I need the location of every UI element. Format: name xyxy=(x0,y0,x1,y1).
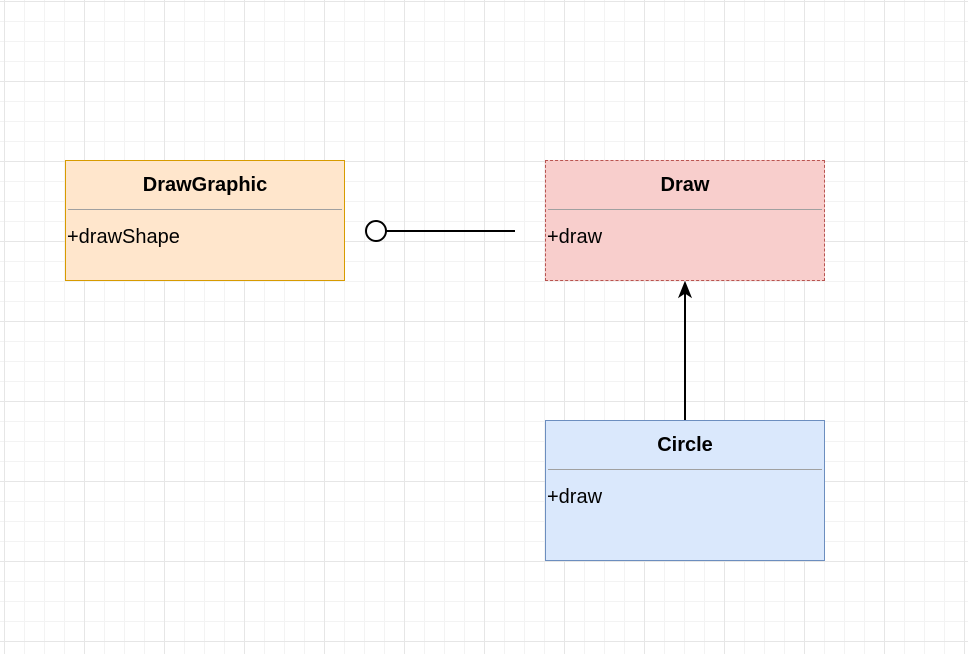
inheritance-arrow-connector[interactable] xyxy=(677,280,693,420)
class-drawgraphic-name: DrawGraphic xyxy=(68,161,342,210)
lollipop-circle xyxy=(365,220,387,242)
class-circle-name: Circle xyxy=(548,421,822,470)
class-draw[interactable]: Draw +draw xyxy=(545,160,825,281)
class-drawgraphic-member: +drawShape xyxy=(67,226,180,248)
class-circle[interactable]: Circle +draw xyxy=(545,420,825,561)
class-draw-name: Draw xyxy=(548,161,822,210)
class-drawgraphic[interactable]: DrawGraphic +drawShape xyxy=(65,160,345,281)
lollipop-connector[interactable] xyxy=(365,220,515,242)
arrow-head-icon xyxy=(677,280,693,299)
class-draw-member: +draw xyxy=(547,226,603,248)
class-circle-member: +draw xyxy=(547,486,603,508)
